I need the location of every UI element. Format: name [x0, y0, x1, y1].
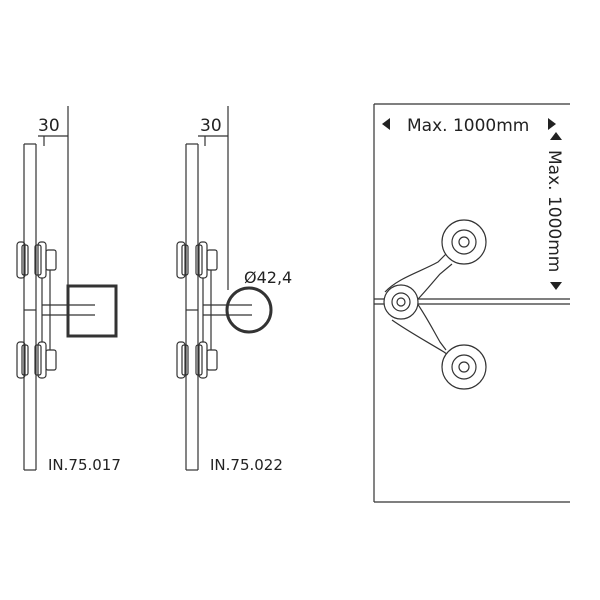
diameter-label: Ø42,4 — [244, 268, 292, 287]
upper-clamp — [176, 241, 218, 279]
square-tube-profile — [66, 284, 118, 338]
product-code: IN.75.017 — [48, 456, 121, 474]
product-code: IN.75.022 — [210, 456, 283, 474]
arrow-right-icon — [548, 118, 556, 130]
arrow-left-icon — [382, 118, 390, 130]
fitting-square-mount — [16, 106, 118, 471]
dimension-label: 30 — [38, 116, 60, 136]
round-tube-profile — [225, 286, 273, 334]
lower-clamp — [16, 341, 57, 379]
panel-height-label: Max. 1000mm — [544, 150, 564, 272]
glass-panel-view — [373, 103, 570, 503]
panel-width-label: Max. 1000mm — [407, 116, 529, 136]
spider-fitting — [383, 219, 487, 390]
arrow-up-icon — [550, 132, 562, 140]
dimension-label: 30 — [200, 116, 222, 136]
fitting-round-mount — [176, 106, 273, 471]
arrow-down-icon — [550, 282, 562, 290]
